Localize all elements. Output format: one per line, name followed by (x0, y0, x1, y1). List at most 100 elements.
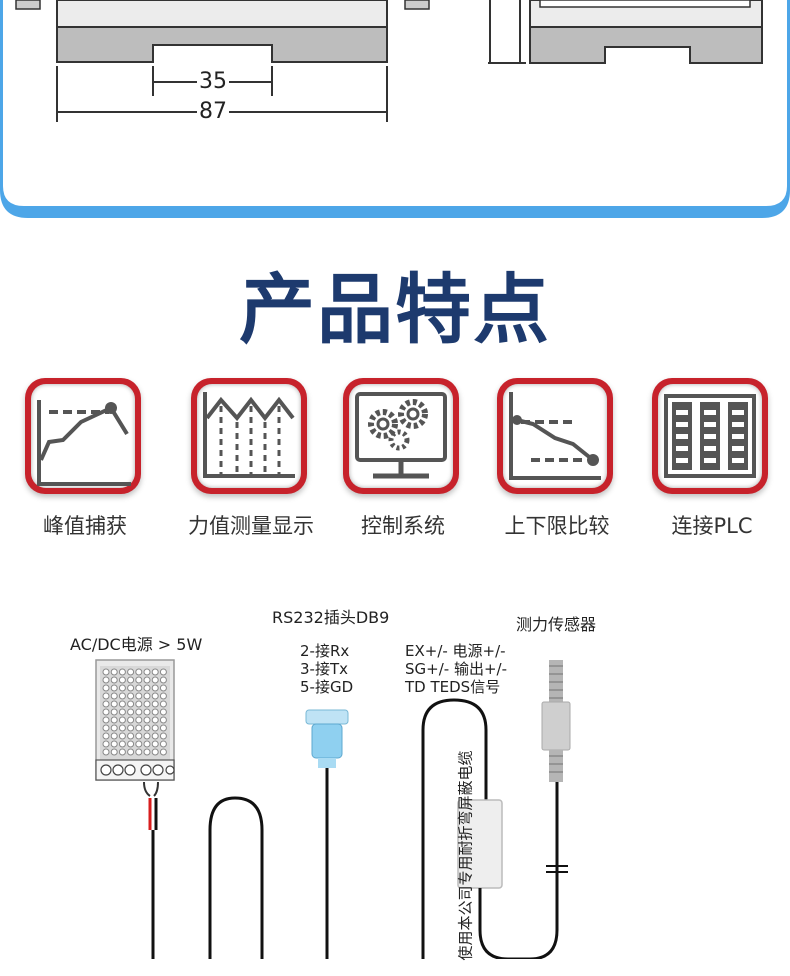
dimension-35-label: 35 (197, 69, 229, 94)
force-sensor (541, 660, 571, 782)
grille-hole (143, 668, 151, 676)
grille-hole (135, 748, 143, 756)
wiring-diagram (95, 659, 571, 959)
grille-hole (127, 708, 135, 716)
grille-hole (110, 708, 118, 716)
rs232-pin: 2-接Rx (300, 642, 350, 660)
grille-hole (102, 740, 110, 748)
dimension-drawing (0, 0, 790, 218)
grille-hole (159, 748, 167, 756)
grille-hole (110, 724, 118, 732)
grille-hole (102, 732, 110, 740)
feature-limit-compare: 上下限比较 (497, 378, 617, 538)
grille-hole (143, 732, 151, 740)
grille-hole (151, 716, 159, 724)
sensor-title: 测力传感器 (516, 615, 597, 634)
grille-hole (143, 692, 151, 700)
grille-hole (151, 668, 159, 676)
force-wave-icon (191, 378, 307, 494)
sensor-line: TD TEDS信号 (405, 678, 501, 696)
grille-hole (135, 732, 143, 740)
grille-hole (127, 684, 135, 692)
grille-hole (135, 708, 143, 716)
db9-connector (305, 709, 349, 768)
grille-hole (135, 724, 143, 732)
feature-peak-capture: 峰值捕获 (25, 378, 145, 538)
grille-hole (151, 700, 159, 708)
grille-hole (102, 676, 110, 684)
sensor-line: SG+/- 输出+/- (405, 660, 507, 678)
grille-hole (143, 700, 151, 708)
grille-hole (143, 708, 151, 716)
grille-hole (127, 668, 135, 676)
feature-plc: 连接PLC (652, 378, 772, 538)
grille-hole (110, 700, 118, 708)
grille-hole (159, 668, 167, 676)
grille-hole (110, 684, 118, 692)
grille-hole (102, 684, 110, 692)
gear-monitor-icon (343, 378, 459, 494)
grille-hole (135, 668, 143, 676)
grille-hole (102, 668, 110, 676)
grille-hole (102, 692, 110, 700)
rs232-title: RS232插头DB9 (272, 608, 390, 627)
feature-force-display: 力值测量显示 (188, 378, 314, 538)
grille-hole (159, 684, 167, 692)
grille-hole (118, 692, 126, 700)
grille-hole (110, 716, 118, 724)
grille-hole (159, 732, 167, 740)
grille-hole (159, 740, 167, 748)
grille-hole (151, 748, 159, 756)
grille-hole (110, 676, 118, 684)
grille-hole (110, 740, 118, 748)
grille-hole (102, 724, 110, 732)
limit-chart-icon (497, 378, 613, 494)
grille-hole (135, 684, 143, 692)
grille-hole (110, 748, 118, 756)
feature-label: 连接PLC (671, 514, 753, 538)
grille-hole (143, 724, 151, 732)
power-supply-module (95, 659, 175, 797)
cable-note: 使用本公司专用耐折弯屏蔽电缆 (456, 750, 475, 961)
grille-hole (143, 676, 151, 684)
grille-hole (118, 748, 126, 756)
grille-hole (151, 708, 159, 716)
grille-hole (118, 668, 126, 676)
rs232-pin: 3-接Tx (300, 660, 348, 678)
grille-hole (102, 748, 110, 756)
grille-hole (135, 716, 143, 724)
feature-label: 控制系统 (361, 514, 445, 538)
grille-hole (151, 732, 159, 740)
grille-hole (102, 708, 110, 716)
grille-hole (118, 708, 126, 716)
grille-hole (127, 700, 135, 708)
grille-hole (127, 676, 135, 684)
grille-hole (127, 692, 135, 700)
grille-hole (159, 716, 167, 724)
sensor-line: EX+/- 电源+/- (405, 642, 506, 660)
grille-hole (127, 716, 135, 724)
grille-hole (151, 676, 159, 684)
grille-hole (118, 716, 126, 724)
grille-hole (159, 724, 167, 732)
grille-hole (118, 724, 126, 732)
grille-hole (143, 748, 151, 756)
grille-hole (159, 676, 167, 684)
feature-control-system: 控制系统 (343, 378, 463, 538)
grille-hole (102, 700, 110, 708)
plc-module-icon (652, 378, 768, 494)
grille-hole (143, 716, 151, 724)
grille-hole (151, 724, 159, 732)
grille-hole (118, 732, 126, 740)
grille-hole (159, 708, 167, 716)
grille-hole (135, 676, 143, 684)
grille-hole (110, 692, 118, 700)
dimension-87-label: 87 (197, 99, 229, 124)
section-title: 产品特点 (239, 265, 551, 354)
grille-hole (127, 740, 135, 748)
peak-chart-icon (25, 378, 141, 494)
grille-hole (118, 676, 126, 684)
feature-label: 上下限比较 (504, 514, 610, 538)
grille-hole (118, 700, 126, 708)
feature-label: 力值测量显示 (188, 514, 314, 538)
